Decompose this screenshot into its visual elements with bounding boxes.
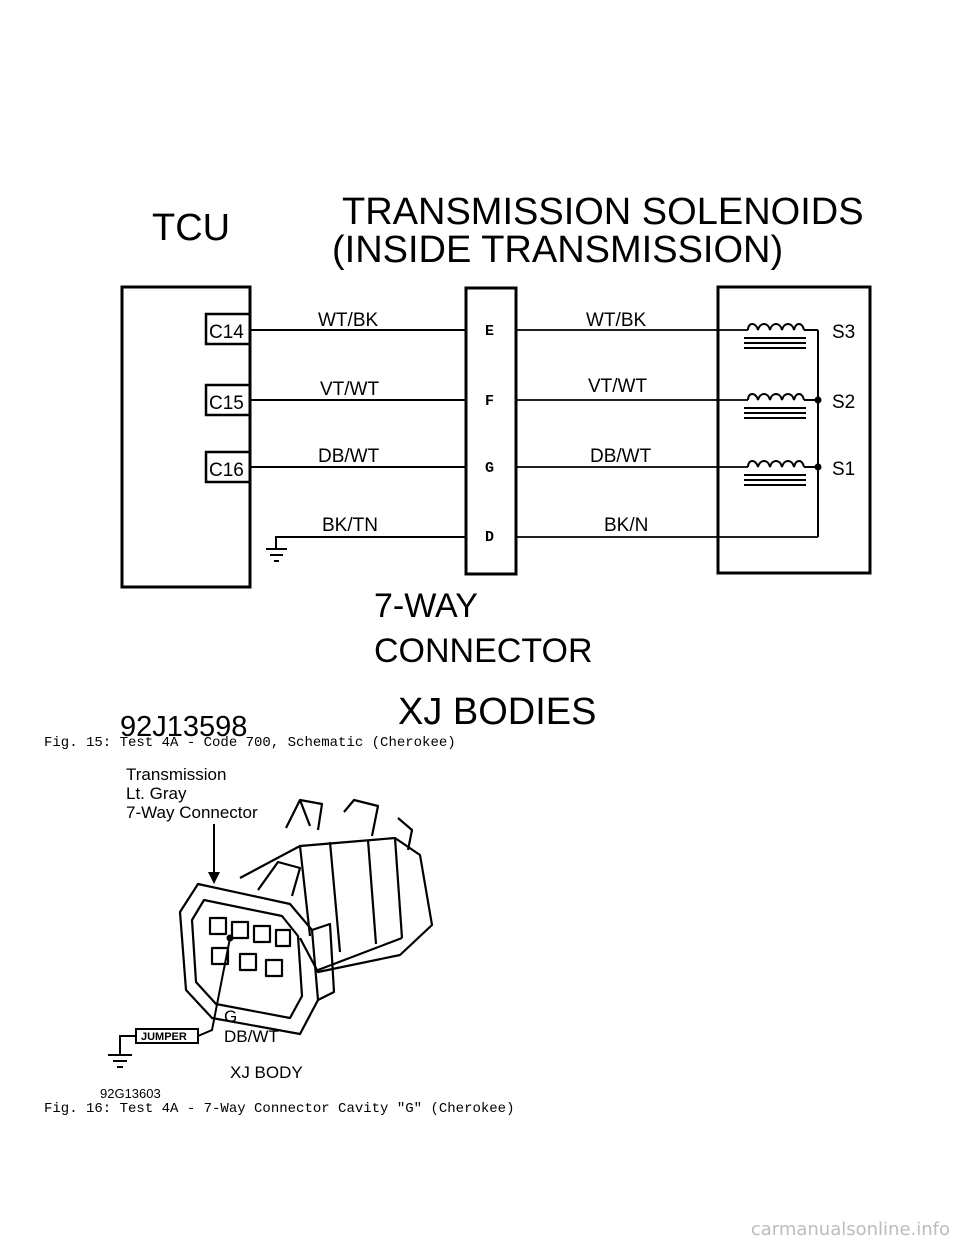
wire-color-label: DB/WT	[224, 1027, 279, 1046]
jumper-label: JUMPER	[141, 1031, 187, 1043]
wire-label-left-wtbk: WT/BK	[318, 310, 378, 331]
wire-label-right-bkn: BK/N	[604, 515, 648, 536]
solenoid-label-s2: S2	[832, 392, 855, 413]
connector-title-line2: CONNECTOR	[374, 632, 593, 670]
xj-body-label: XJ BODY	[230, 1063, 303, 1082]
cavity-d: D	[485, 529, 494, 546]
callout-line2: Lt. Gray	[126, 784, 187, 803]
wire-label-left-vtwt: VT/WT	[320, 379, 379, 400]
wire-label-left-bktn: BK/TN	[322, 515, 378, 536]
splice-dot-s1	[814, 463, 822, 471]
tcu-pin-c14: C14	[204, 312, 252, 346]
jumper-ground-lead	[119, 1035, 136, 1054]
solenoids-title-line1: TRANSMISSION SOLENOIDS	[342, 191, 864, 233]
transmission-box	[716, 285, 872, 575]
wire-label-left-dbwt: DB/WT	[318, 446, 380, 467]
tcu-box	[120, 285, 252, 589]
watermark-text: carmanualsonline.info	[750, 1219, 950, 1240]
splice-dot-s2	[814, 396, 822, 404]
pin-label-c14: C14	[209, 322, 244, 343]
solenoids-title-line2: (INSIDE TRANSMISSION)	[332, 229, 783, 271]
tcu-pin-c16: C16	[204, 450, 252, 484]
callout-arrow-head-icon	[208, 872, 220, 884]
cavity-e: E	[485, 323, 494, 340]
solenoid-s2-icon	[744, 393, 818, 419]
pin-label-c16: C16	[209, 460, 244, 481]
figure-16-id: 92G13603	[100, 1086, 161, 1101]
tcu-pin-c15: C15	[204, 383, 252, 417]
wire-label-right-wtbk: WT/BK	[586, 310, 646, 331]
figure-15-caption: Fig. 15: Test 4A - Code 700, Schematic (…	[44, 735, 456, 751]
seven-way-connector-icon	[178, 798, 434, 1036]
wire-label-right-dbwt: DB/WT	[590, 446, 652, 467]
wire-left-bktn	[275, 536, 466, 548]
callout-line1: Transmission	[126, 765, 226, 784]
pin-label-c15: C15	[209, 393, 244, 414]
ground-icon	[266, 548, 287, 562]
jumper-wire	[197, 937, 231, 1037]
solenoid-label-s1: S1	[832, 459, 855, 480]
jumper-ground-icon	[108, 1054, 132, 1068]
callout-line3: 7-Way Connector	[126, 803, 258, 822]
figure-15-id: 92J13598	[120, 711, 247, 743]
connector-body	[464, 286, 518, 576]
solenoid-s3-icon	[744, 323, 818, 349]
wire-label-right-vtwt: VT/WT	[588, 376, 647, 397]
figure-16-caption: Fig. 16: Test 4A - 7-Way Connector Cavit…	[44, 1101, 514, 1117]
cavity-g-label: G	[224, 1007, 237, 1026]
solenoid-s1-icon	[744, 460, 818, 486]
tcu-title: TCU	[152, 207, 230, 249]
connector-title-line1: 7-WAY	[374, 587, 478, 625]
cavity-f: F	[485, 393, 494, 410]
cavity-g: G	[485, 460, 494, 477]
solenoid-label-s3: S3	[832, 322, 855, 343]
xj-bodies-label: XJ BODIES	[398, 691, 597, 733]
